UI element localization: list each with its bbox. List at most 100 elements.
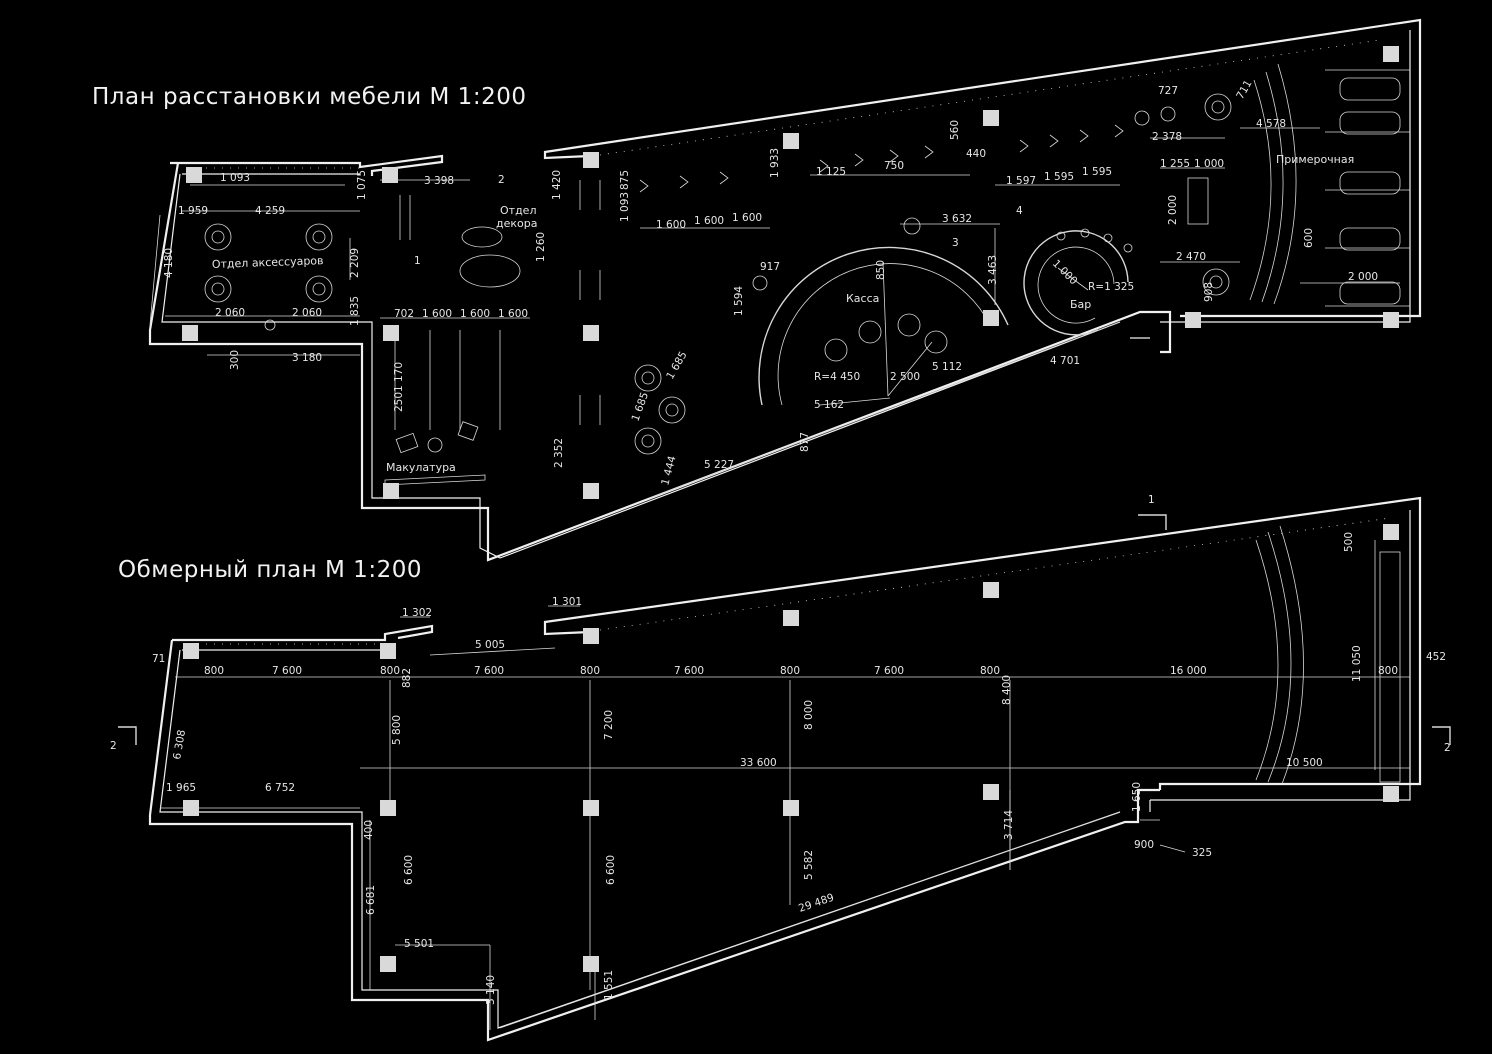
dim-label: 877 [799,432,811,452]
dim-label: 1 260 [535,232,547,262]
dim-label: 6 681 [365,885,377,915]
dim-label: 8 000 [803,700,815,730]
dim-label: 1 000 [1194,158,1224,170]
dim-label: 560 [949,120,961,140]
dim-label: 1 597 [1006,175,1036,187]
dim-label: 600 [1303,228,1315,248]
dim-label: 917 [760,261,780,273]
dim-label: 882 [401,668,413,688]
dim-label: 1 600 [460,308,490,320]
plan2-dimension-lines [160,540,1410,1030]
dim-label: 1 650 [1131,782,1143,812]
dim-label: 1 685 [630,391,652,423]
dim-label: 2 470 [1176,251,1206,263]
dim-label: 2 060 [292,307,322,319]
furniture-plan: Отдел аксессуаров Отдел декора Касса Бар… [148,18,1422,562]
room-label-waste-paper: Макулатура [386,461,456,474]
section-mark-2-right: 2 [1444,742,1451,754]
plan2-outer-wall [148,496,1422,1042]
dim-label: 850 [875,260,887,280]
dim-label: 2501 170 [393,362,405,412]
section-mark-1: 1 [1148,494,1155,506]
dim-label: 4 259 [255,205,285,217]
dim-label: 71 [152,653,165,665]
dim-label: 1 301 [552,596,582,608]
dim-label: 1 600 [422,308,452,320]
dim-label: 2 500 [890,371,920,383]
dim-label: 5 800 [391,715,403,745]
dim-label: 2 060 [215,307,245,319]
dim-label: 4 180 [163,248,175,278]
dim-label: 5 112 [932,361,962,373]
dim-label: 7 600 [474,665,504,677]
dim-label: 711 [1234,78,1254,101]
dim-label: 5 227 [704,459,734,471]
dim-label: 2 209 [349,248,361,278]
plan1-cashier-counter [758,246,1009,406]
dim-label: 3 632 [942,213,972,225]
dim-label: 3 714 [1003,810,1015,840]
room-label-bar: Бар [1070,298,1091,311]
dim-label: 1 965 [166,782,196,794]
plan1-dimension-lines [149,127,1400,499]
plan1-racks [384,106,1176,486]
dim-label: 800 [204,665,224,677]
dim-label: 500 [1343,532,1355,552]
dim-label: 11 050 [1351,645,1363,682]
dim-label: 3 398 [424,175,454,187]
dim-label: 325 [1192,847,1212,859]
dim-label: 900 [1134,839,1154,851]
section-mark-2: 2 [498,174,505,186]
dim-label: 1 600 [656,219,686,231]
dim-label: 440 [966,148,986,160]
dim-label: 1 600 [694,215,724,227]
dim-label: 1 302 [402,607,432,619]
dim-label: 7 600 [272,665,302,677]
dim-label: 5 582 [803,850,815,880]
dim-label: 1 933 [769,148,781,178]
dim-label: 8 400 [1001,675,1013,705]
dim-label: 1 959 [178,205,208,217]
section-mark-1-plan1: 1 [414,255,421,267]
dim-label: 800 [980,665,1000,677]
dim-label: 2 352 [553,438,565,468]
dim-label: 2 000 [1167,195,1179,225]
dim-label: 7 600 [674,665,704,677]
dim-label: 6 600 [605,855,617,885]
dim-label: 1 600 [498,308,528,320]
dim-label: 1 125 [816,166,846,178]
dim-label: 16 000 [1170,665,1207,677]
dim-label: 1 075 [356,170,368,200]
measured-plan: 1 302 1 301 5 005 71 800 7 600 800 7 600… [148,496,1446,1042]
section-markers: 1 2 2 [110,494,1451,754]
dim-label: 908 [1203,282,1215,302]
plan1-inner-wall [161,30,1411,559]
dim-label: 800 [380,665,400,677]
dim-label: 2 378 [1152,131,1182,143]
dim-label: 702 [394,308,414,320]
dim-label: 1 420 [551,170,563,200]
dim-label: 1 835 [349,296,361,326]
dim-label: 1 255 [1160,158,1190,170]
room-label-accessories: Отдел аксессуаров [212,254,324,271]
dim-label: 4 701 [1050,355,1080,367]
dim-label: 7 600 [874,665,904,677]
dim-label: R=4 450 [814,371,860,383]
dim-label: 300 [229,350,241,370]
dim-label: 1 600 [732,212,762,224]
dim-label: 3 140 [485,975,497,1005]
plan1-bar-counter [1023,228,1133,336]
section-mark-2-left: 2 [110,740,117,752]
dim-label: 5 501 [404,938,434,950]
dim-label: 4 578 [1256,118,1286,130]
dim-label: 1 551 [603,970,615,1000]
dim-label: 3 180 [292,352,322,364]
dim-label: 1 595 [1044,171,1074,183]
dim-label: 800 [580,665,600,677]
dim-label: 7 200 [603,710,615,740]
dim-label: 6 752 [265,782,295,794]
dim-label: 1 594 [733,286,745,316]
dim-label: 1 444 [659,454,678,486]
section-mark-3: 3 [952,237,959,249]
dim-label: 875 [619,170,631,190]
